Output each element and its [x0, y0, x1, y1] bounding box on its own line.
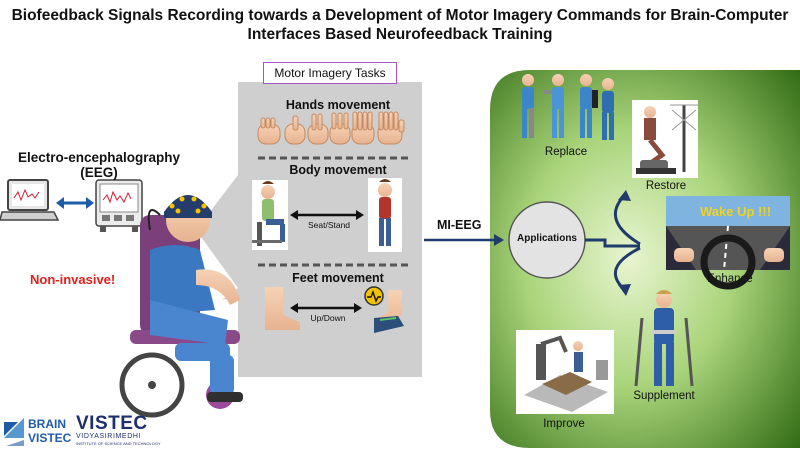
wake-up-text: Wake Up !!! — [700, 204, 772, 219]
up-down-label: Up/Down — [310, 313, 346, 323]
brain-logo-icon — [4, 418, 24, 446]
page-title: Biofeedback Signals Recording towards a … — [0, 6, 800, 44]
wheelchair-person-illustration — [119, 195, 243, 418]
body-movement-label: Body movement — [289, 163, 387, 177]
improve-label: Improve — [543, 418, 585, 430]
enhance-label: Enhance — [707, 273, 753, 285]
vistec-logo: VISTEC — [76, 413, 148, 434]
feet-illustration — [265, 286, 404, 333]
motor-imagery-tasks-header: Motor Imagery Tasks — [263, 62, 397, 84]
supplement-illustration — [634, 290, 694, 387]
replace-label: Replace — [544, 146, 588, 158]
hands-illustration — [257, 111, 405, 145]
body-illustration — [252, 178, 402, 252]
laptop-icon — [0, 179, 60, 221]
title-line-1: Biofeedback Signals Recording towards a … — [11, 7, 789, 24]
restore-label: Restore — [645, 180, 687, 192]
restore-illustration — [632, 100, 698, 178]
non-invasive-label: Non-invasive! — [30, 272, 116, 287]
vidyasirimedhi-text: VIDYASIRIMEDHI — [76, 433, 142, 440]
applications-label: Applications — [516, 233, 577, 244]
eeg-amplifier-icon — [95, 179, 143, 232]
seat-stand-label: Seat/Stand — [307, 220, 351, 230]
improve-illustration — [516, 330, 614, 414]
vistec-small-logo-text: VISTEC — [28, 431, 72, 445]
institute-text: INSTITUTE OF SCIENCE AND TECHNOLOGY — [76, 441, 161, 446]
brain-logo-text: BRAIN — [28, 417, 66, 431]
title-line-2: Interfaces Based Neurofeedback Training — [247, 26, 553, 43]
enhance-illustration — [666, 196, 790, 290]
hands-movement-label: Hands movement — [285, 98, 391, 112]
mi-eeg-label: MI-EEG — [437, 218, 482, 232]
eeg-label: Electro-encephalography (EEG) — [17, 150, 181, 180]
replace-illustration — [522, 74, 614, 140]
feet-movement-label: Feet movement — [292, 271, 384, 285]
supplement-label: Supplement — [633, 390, 695, 402]
